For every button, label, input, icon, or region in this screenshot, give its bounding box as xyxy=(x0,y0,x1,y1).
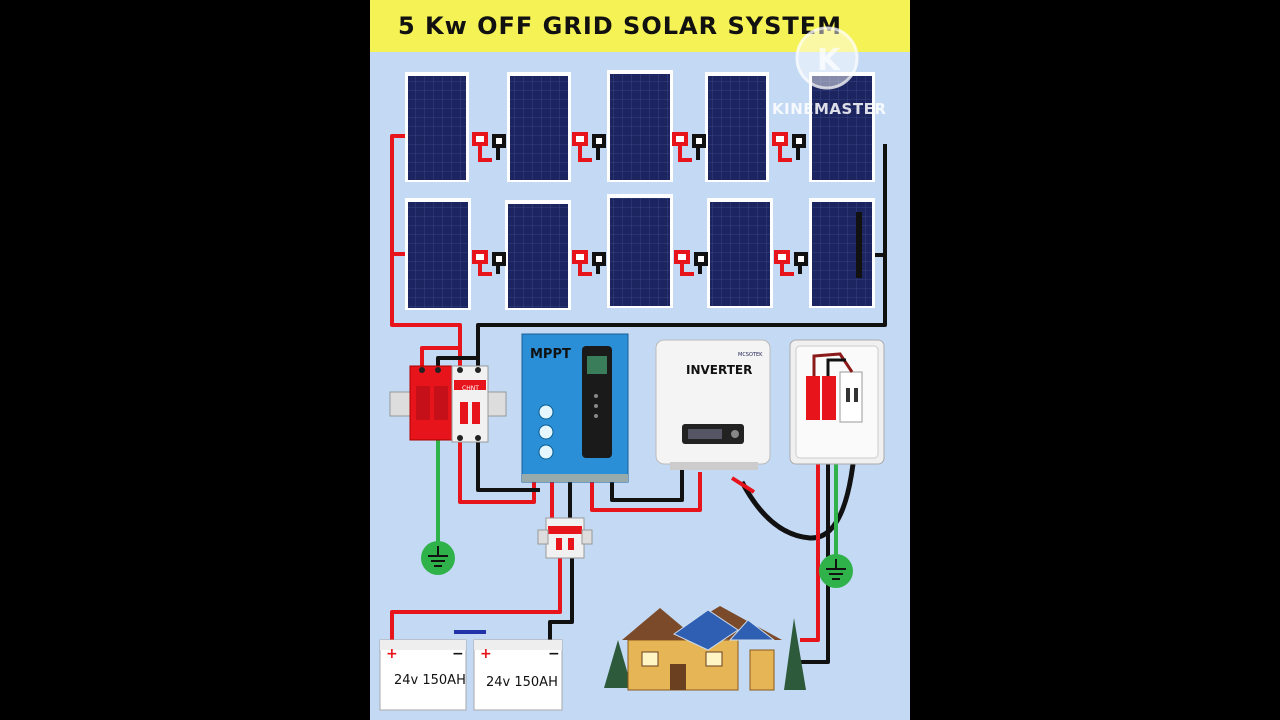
wire-batt-pos xyxy=(390,555,562,640)
connector xyxy=(774,250,808,276)
house-icon xyxy=(604,606,806,691)
solar-panel-icon xyxy=(405,198,471,310)
solar-panel-icon xyxy=(505,200,571,310)
wire-batt-neg xyxy=(548,555,574,640)
spd-and-dc-breaker: CHNT xyxy=(389,365,507,443)
inverter-brand: MCSOTEK xyxy=(738,352,763,358)
connector xyxy=(772,132,806,162)
svg-text:+: + xyxy=(480,646,492,662)
wiring xyxy=(390,134,887,664)
battery-icon: + − 24v 150AH xyxy=(379,639,467,711)
solar-panel-array xyxy=(405,70,875,310)
ground-icon xyxy=(421,541,455,575)
connector xyxy=(572,250,606,276)
wire-inverter-to-acbox-red xyxy=(730,476,756,494)
solar-panel-icon xyxy=(809,198,875,308)
solar-panel-icon xyxy=(405,72,469,182)
wire-string-neg-return xyxy=(476,144,887,370)
diagram-title: 5 Kw OFF GRID SOLAR SYSTEM xyxy=(397,12,843,40)
inverter-label: INVERTER xyxy=(686,363,752,377)
connector xyxy=(672,132,706,162)
wire-ac-to-house-black xyxy=(800,430,830,664)
mppt-controller: MPPT xyxy=(521,333,629,483)
mppt-label: MPPT xyxy=(530,347,571,362)
wire-spd-top xyxy=(420,346,460,370)
watermark-logo: K xyxy=(795,26,859,90)
battery-label-2: 24v 150AH xyxy=(486,675,558,690)
wire-mppt-to-inverter-neg xyxy=(610,470,684,502)
panel-series-connectors xyxy=(472,132,808,276)
breaker-brand: CHNT xyxy=(462,385,479,392)
battery-icon: + − 24v 150AH xyxy=(473,639,563,711)
svg-text:−: − xyxy=(548,646,560,662)
solar-panel-icon xyxy=(705,72,769,182)
wire-mppt-to-inverter-pos xyxy=(590,472,702,512)
battery-breaker-icon xyxy=(537,517,593,559)
solar-panel-icon xyxy=(809,72,875,182)
wire-string-positive xyxy=(390,134,462,370)
svg-text:K: K xyxy=(817,43,842,78)
wire-inverter-to-acbox xyxy=(739,429,859,541)
svg-text:+: + xyxy=(386,646,398,662)
solar-panel-icon xyxy=(607,194,673,308)
ground-icon xyxy=(819,554,853,588)
connector xyxy=(472,250,506,276)
title-bar: 5 Kw OFF GRID SOLAR SYSTEM xyxy=(370,0,910,52)
inverter: MCSOTEK INVERTER xyxy=(655,339,771,470)
panel-mount-bar xyxy=(856,212,862,278)
battery-label-1: 24v 150AH xyxy=(394,673,466,688)
connector xyxy=(674,250,708,276)
breaker-icon xyxy=(451,365,489,443)
connector xyxy=(472,132,506,162)
watermark-text: KINEMASTER xyxy=(772,100,887,118)
solar-panel-icon xyxy=(507,72,571,182)
wiring-diagram: CHNT MPPT MCSOTEK INVERTER xyxy=(370,26,910,720)
wire-breaker-to-mppt-neg xyxy=(476,440,540,492)
tree-icon xyxy=(784,618,806,690)
solar-panel-icon xyxy=(707,198,773,308)
solar-panel-icon xyxy=(607,70,673,182)
ac-distribution-box xyxy=(789,339,885,465)
connector xyxy=(572,132,606,162)
svg-text:−: − xyxy=(452,646,464,662)
wire-ac-to-house-red xyxy=(800,430,820,642)
tree-icon xyxy=(604,640,632,688)
